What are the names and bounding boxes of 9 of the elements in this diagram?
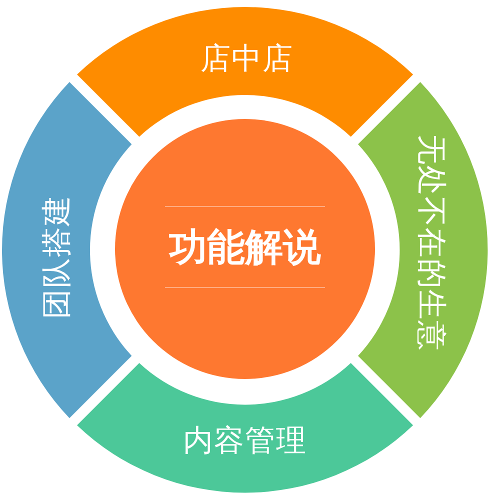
segment-label: 无处不在的生意 (414, 134, 448, 352)
ring-segment (358, 82, 488, 418)
center-label: 功能解说 (169, 227, 321, 269)
ring-segment (2, 82, 132, 418)
ring-segment (76, 7, 414, 137)
segment-label: 店中店 (200, 42, 294, 76)
segment-label: 团队搭建 (40, 194, 74, 319)
segment-label: 内容管理 (182, 424, 307, 458)
ring-segment (76, 363, 414, 493)
